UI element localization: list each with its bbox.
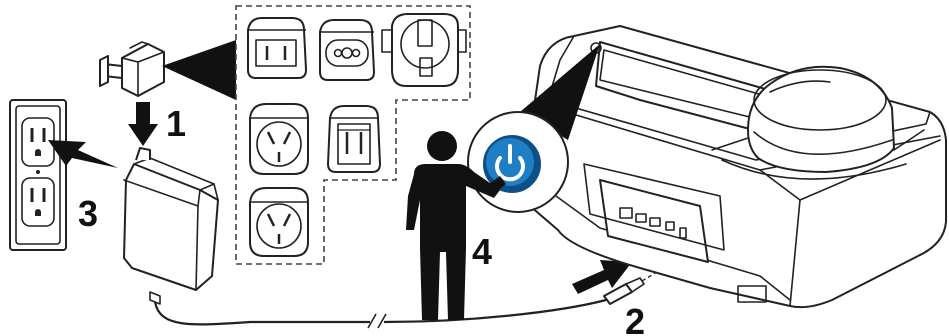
arrow-step-1 bbox=[128, 102, 158, 146]
person-icon bbox=[406, 131, 506, 320]
arrow-step-3 bbox=[48, 140, 118, 168]
power-icon[interactable] bbox=[495, 144, 525, 182]
adapter-eu bbox=[319, 19, 375, 81]
adapter-cn bbox=[249, 187, 309, 257]
power-button-magnifier bbox=[467, 111, 569, 213]
step-3-label: 3 bbox=[78, 193, 98, 234]
power-supply bbox=[123, 147, 219, 305]
step-2-label: 2 bbox=[625, 301, 645, 336]
adapter-options-box bbox=[235, 5, 471, 265]
power-cable bbox=[153, 301, 370, 326]
adapter-au bbox=[249, 103, 309, 175]
instrument bbox=[521, 25, 947, 309]
step-4-label: 4 bbox=[472, 231, 492, 272]
adapter-br bbox=[327, 105, 381, 173]
adapter-us bbox=[247, 17, 307, 79]
step-1-label: 1 bbox=[166, 103, 186, 144]
plug-adapter bbox=[99, 41, 165, 97]
adapter-uk bbox=[381, 13, 467, 87]
arrow-step-2 bbox=[572, 260, 632, 294]
wall-outlet bbox=[9, 99, 67, 251]
adapter-callout bbox=[162, 40, 236, 100]
